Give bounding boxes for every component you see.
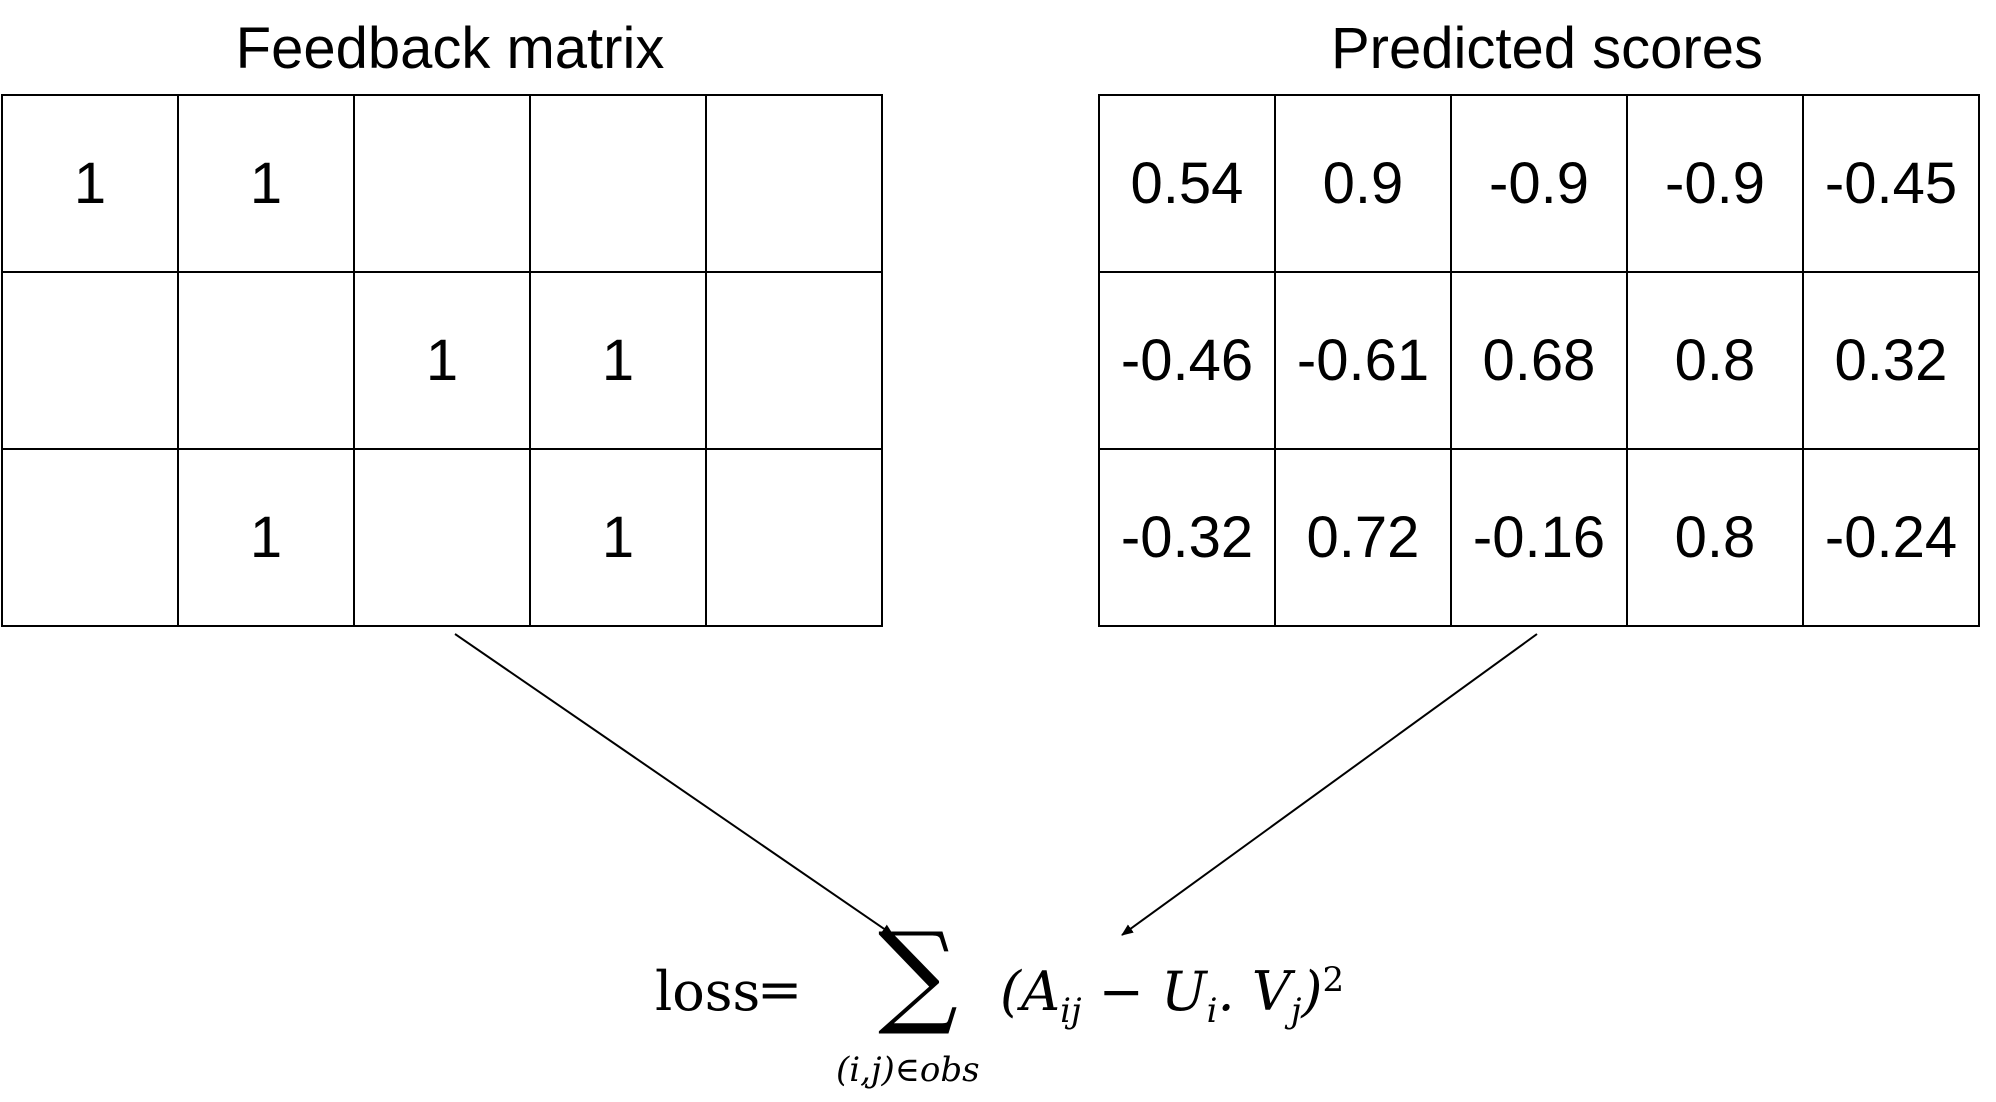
predicted-cell: -0.32 — [1098, 448, 1276, 627]
feedback-cell: 1 — [529, 448, 707, 627]
feedback-matrix-title: Feedback matrix — [235, 16, 665, 81]
feedback-cell — [177, 271, 355, 450]
predicted-cell: -0.46 — [1098, 271, 1276, 450]
equals-sign: = — [757, 958, 803, 1021]
predicted-cell: -0.16 — [1450, 448, 1628, 627]
predicted-scores-matrix: 0.54 0.9 -0.9 -0.9 -0.45 -0.46 -0.61 0.6… — [1098, 94, 1980, 627]
minus-sign: − — [1081, 960, 1162, 1023]
predicted-cell: 0.8 — [1626, 271, 1804, 450]
feedback-cell — [705, 448, 883, 627]
right-arrow — [1121, 633, 1538, 936]
predicted-cell: 0.68 — [1450, 271, 1628, 450]
predicted-row: -0.32 0.72 -0.16 0.8 -0.24 — [1098, 448, 1980, 627]
exponent: 2 — [1322, 960, 1345, 1000]
feedback-row: 1 1 — [1, 94, 883, 273]
feedback-cell: 1 — [1, 94, 179, 273]
left-arrow — [454, 633, 894, 936]
feedback-cell — [353, 448, 531, 627]
dot-operator: . — [1217, 960, 1252, 1023]
summation-index: (i,j)∈obs — [836, 1050, 980, 1090]
v-subscript: j — [1290, 990, 1302, 1031]
feedback-cell — [705, 94, 883, 273]
feedback-cell — [1, 448, 179, 627]
squared-error-term: (Aij − Ui. Vj)2 — [1000, 960, 1344, 1031]
matrix-a: A — [1021, 960, 1061, 1023]
u-subscript: i — [1206, 990, 1218, 1031]
feedback-row: 1 1 — [1, 448, 883, 627]
feedback-cell: 1 — [353, 271, 531, 450]
feedback-cell — [353, 94, 531, 273]
feedback-cell — [529, 94, 707, 273]
feedback-cell: 1 — [529, 271, 707, 450]
close-paren: ) — [1301, 960, 1323, 1023]
predicted-cell: -0.9 — [1626, 94, 1804, 273]
matrix-u: U — [1161, 960, 1207, 1023]
matrix-v: V — [1251, 960, 1291, 1023]
predicted-row: -0.46 -0.61 0.68 0.8 0.32 — [1098, 271, 1980, 450]
feedback-matrix: 1 1 1 1 1 1 — [1, 94, 883, 627]
predicted-cell: 0.9 — [1274, 94, 1452, 273]
predicted-cell: -0.24 — [1802, 448, 1980, 627]
summation-symbol: ∑ — [878, 909, 958, 1039]
predicted-cell: 0.72 — [1274, 448, 1452, 627]
predicted-cell: 0.8 — [1626, 448, 1804, 627]
feedback-row: 1 1 — [1, 271, 883, 450]
feedback-cell — [1, 271, 179, 450]
predicted-cell: 0.32 — [1802, 271, 1980, 450]
predicted-scores-title: Predicted scores — [1331, 16, 1763, 81]
predicted-row: 0.54 0.9 -0.9 -0.9 -0.45 — [1098, 94, 1980, 273]
loss-label: loss — [655, 960, 761, 1023]
feedback-cell — [705, 271, 883, 450]
predicted-cell: -0.45 — [1802, 94, 1980, 273]
a-subscript: ij — [1060, 990, 1082, 1031]
predicted-cell: -0.61 — [1274, 271, 1452, 450]
feedback-cell: 1 — [177, 94, 355, 273]
predicted-cell: -0.9 — [1450, 94, 1628, 273]
open-paren: ( — [1000, 960, 1022, 1023]
feedback-cell: 1 — [177, 448, 355, 627]
predicted-cell: 0.54 — [1098, 94, 1276, 273]
